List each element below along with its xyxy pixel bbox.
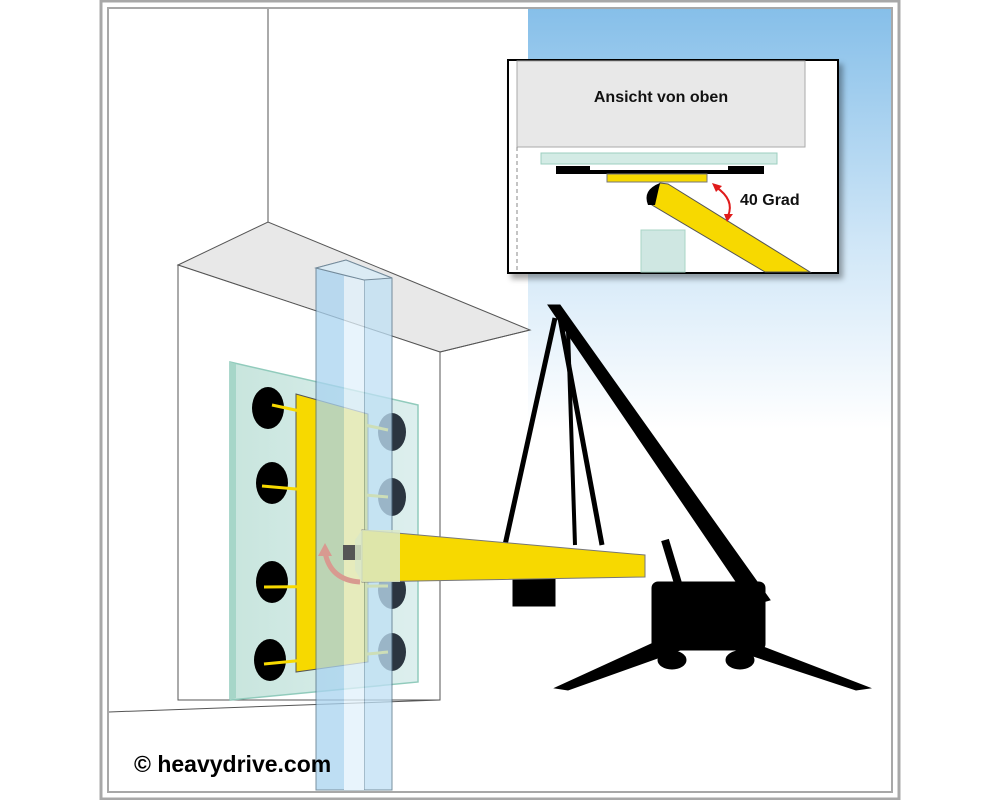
inset-ceiling xyxy=(516,60,806,148)
copyright-text: © heavydrive.com xyxy=(134,751,332,777)
rotation-arrow-icon xyxy=(322,551,361,585)
angle-arrow-icon xyxy=(715,186,731,217)
inset-column xyxy=(640,229,686,273)
boom-mount xyxy=(355,530,400,582)
inset-title: Ansicht von oben xyxy=(593,89,729,106)
mini-crane xyxy=(502,304,872,691)
inset-lifter xyxy=(606,173,708,183)
glass-column xyxy=(314,259,393,791)
inset-glass xyxy=(540,152,778,165)
angle-label: 40 Grad xyxy=(740,192,800,209)
